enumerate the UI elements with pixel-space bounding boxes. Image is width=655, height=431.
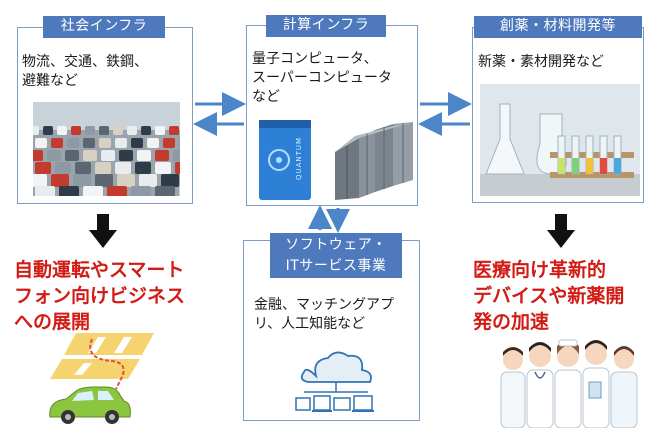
outcome-left: 自動運転やスマート フォン向けビジネス への展開 (14, 259, 186, 333)
social-infra-title: 社会インフラ (43, 16, 165, 38)
software-desc: 金融、マッチングアプ リ、人工知能など (254, 297, 394, 332)
medical-staff-illustration (497, 332, 647, 428)
outcome-right: 医療向け革新的 デバイスや新薬開 発の加速 (473, 259, 625, 333)
lab-glassware-photo (480, 84, 640, 196)
down-arrow-left (89, 214, 117, 248)
software-title: ソフトウェア・ ITサービス事業 (270, 233, 402, 278)
supercomputer-racks (333, 122, 415, 202)
cloud-network-icon (290, 346, 382, 418)
autonomous-car-illustration (36, 325, 176, 425)
quantum-device-label: QUANTUM (295, 136, 303, 180)
drug-dev-desc: 新薬・素材開発など (478, 54, 604, 70)
down-arrow-right (547, 214, 575, 248)
compute-infra-desc: 量子コンピュータ、 スーパーコンピュータ など (252, 51, 392, 105)
compute-infra-title: 計算インフラ (266, 15, 386, 37)
social-infra-desc: 物流、交通、鉄鋼、 避難など (22, 54, 148, 89)
quantum-computer-device: QUANTUM (257, 118, 315, 202)
drug-dev-title: 創薬・材料開発等 (474, 16, 642, 38)
traffic-photo (33, 102, 180, 196)
